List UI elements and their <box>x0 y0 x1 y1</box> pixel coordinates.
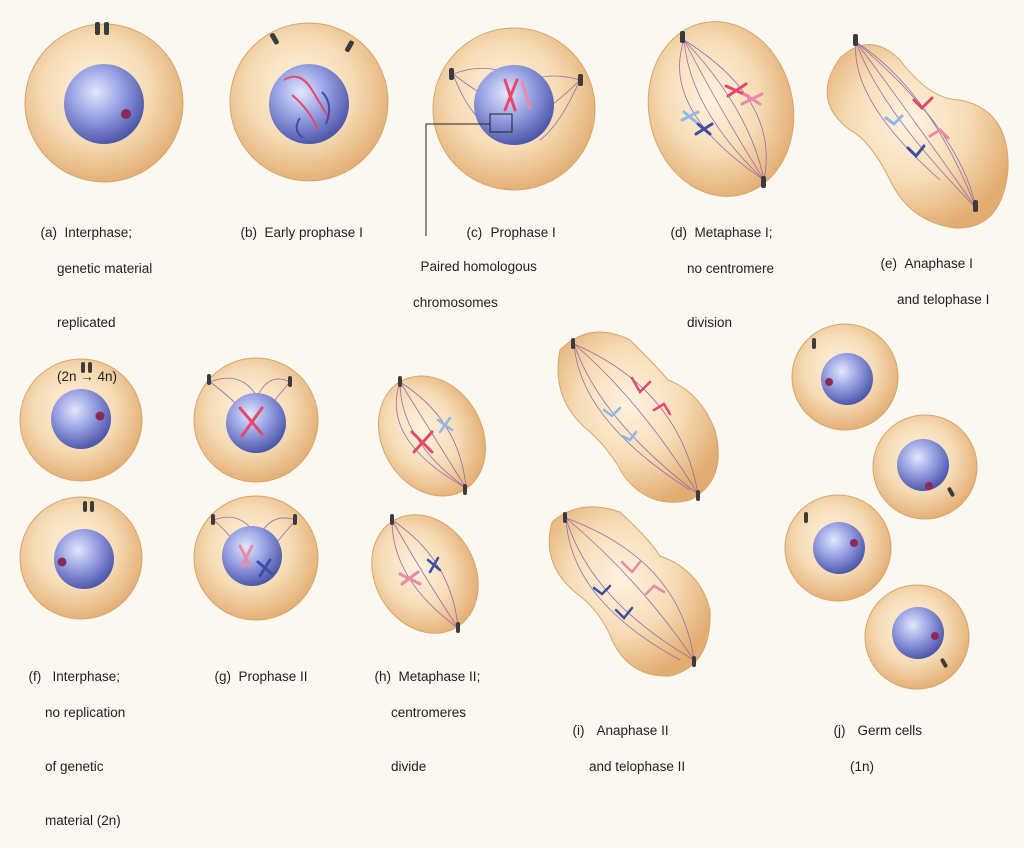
caption-c: (c)Prophase I <box>466 225 556 240</box>
nucleus <box>821 353 873 405</box>
nucleolus <box>925 482 933 490</box>
centrioles <box>680 31 766 188</box>
caption-j: (j)Germ cells (1n) <box>833 723 923 774</box>
nucleus <box>54 529 114 589</box>
nucleus <box>269 64 349 144</box>
cell-f-interphase-top <box>19 358 143 482</box>
nucleolus <box>95 411 105 421</box>
germ-cell-3 <box>784 494 892 602</box>
caption-e: (e)Anaphase I and telophase I <box>880 256 990 307</box>
meiosis-diagram <box>19 21 1009 690</box>
cell-g-prophase-ii-bottom <box>193 495 319 621</box>
germ-cell-2 <box>872 414 978 520</box>
cell-i-anaphase-ii-top <box>557 331 719 503</box>
nucleus <box>813 522 865 574</box>
caption-d: (d)Metaphase I; no centromere division <box>670 225 775 330</box>
callout-leader-line <box>425 123 490 236</box>
cell-f-interphase-bottom <box>19 496 143 620</box>
spindle-fibers <box>565 517 695 661</box>
nucleolus <box>57 557 67 567</box>
caption-i: (i)Anaphase II and telophase II <box>572 723 686 774</box>
caption-f: (f)Interphase; no replication of genetic… <box>28 669 126 828</box>
cell-e-anaphase-i <box>826 34 1009 229</box>
germ-cell-4 <box>864 584 970 690</box>
chromosome <box>238 406 264 438</box>
cell-d-metaphase-i <box>647 21 795 197</box>
spindle-fibers <box>573 343 699 495</box>
callout-box <box>489 113 513 133</box>
spindle-fibers <box>679 39 767 181</box>
nucleus <box>226 393 286 453</box>
separating-chromosomes <box>884 96 950 159</box>
germ-cell-1 <box>791 323 899 431</box>
centrioles <box>853 34 978 212</box>
centrioles <box>449 68 583 86</box>
chromosome-pairs <box>680 82 764 136</box>
centrioles <box>95 22 109 35</box>
nucleus <box>51 389 111 449</box>
cell-a-interphase <box>24 22 184 183</box>
nucleus <box>897 439 949 491</box>
caption-a: (a)Interphase; genetic material replicat… <box>40 225 153 384</box>
cell-g-prophase-ii-top <box>193 357 319 483</box>
homologous-pair <box>503 78 532 112</box>
cell-h-metaphase-ii-top <box>377 375 487 497</box>
caption-g: (g)Prophase II <box>214 669 308 684</box>
cell-h-metaphase-ii-bottom <box>371 514 479 634</box>
cell-i-anaphase-ii-bottom <box>548 506 711 677</box>
nucleolus <box>825 378 833 386</box>
nucleus <box>892 607 944 659</box>
caption-h: (h)Metaphase II; centromeres divide <box>374 669 481 774</box>
centrioles <box>270 33 354 52</box>
nucleus <box>64 64 144 144</box>
caption-b: (b)Early prophase I <box>240 225 363 240</box>
cell-b-early-prophase-i <box>229 22 389 182</box>
caption-c-callout: Paired homologous chromosomes <box>413 259 537 310</box>
nucleus <box>222 526 282 586</box>
nucleolus <box>121 109 131 119</box>
chromatin-threads <box>283 75 331 139</box>
nucleolus <box>931 632 939 640</box>
nucleolus <box>850 539 858 547</box>
cell-c-prophase-i <box>432 27 596 191</box>
